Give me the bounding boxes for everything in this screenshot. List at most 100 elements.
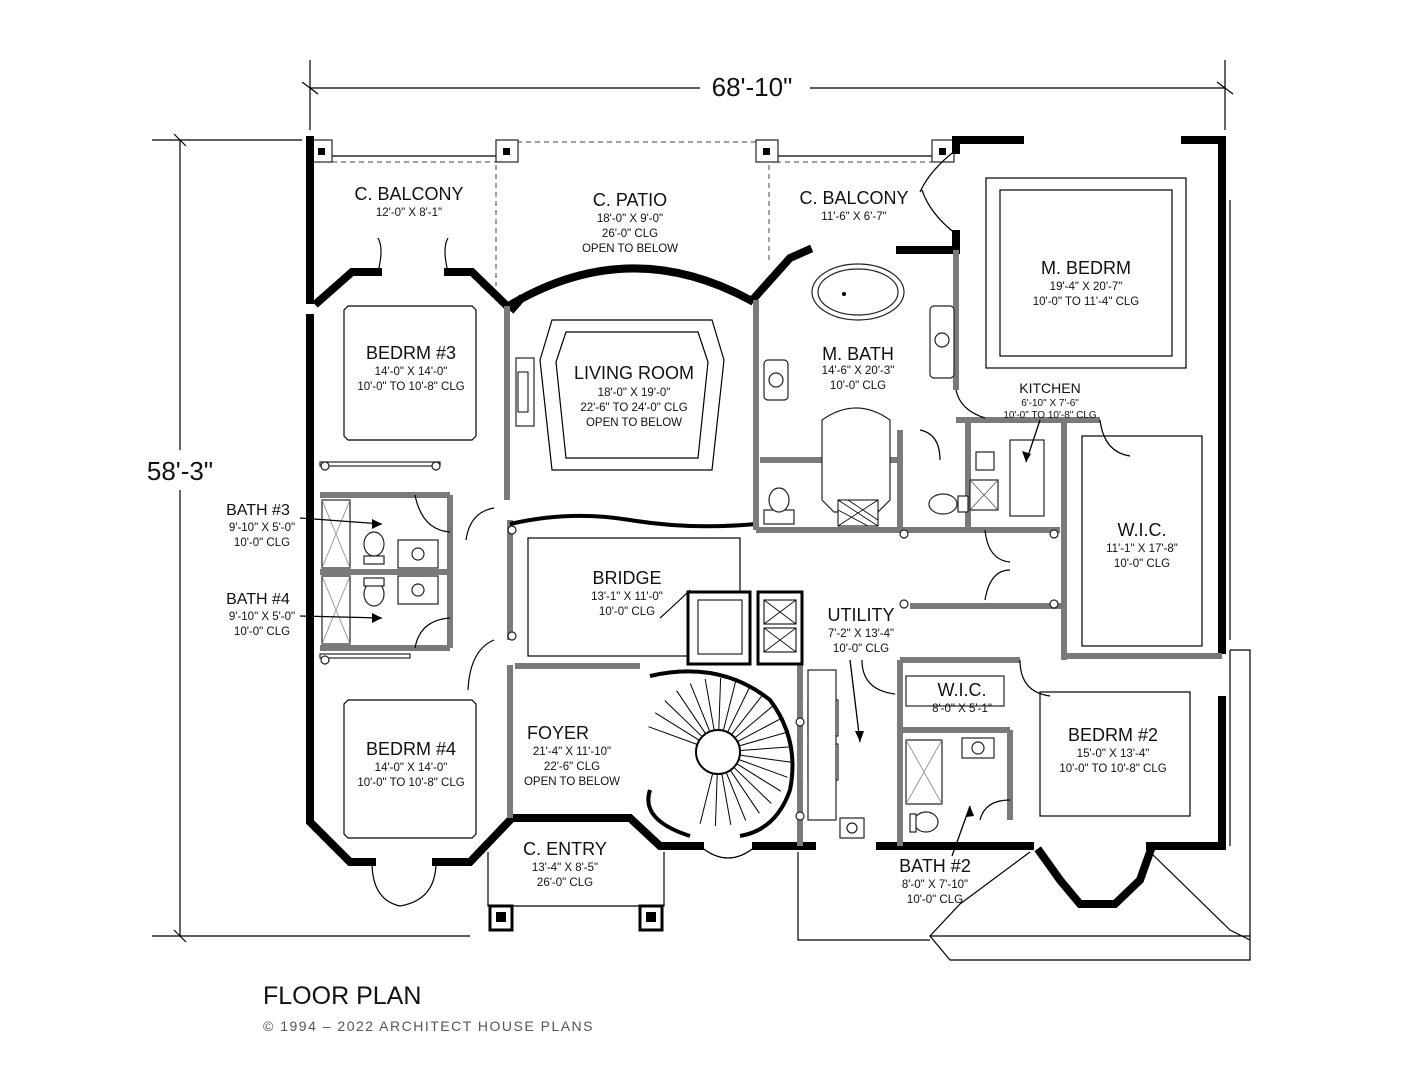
room-detail: 8'-0" X 7'-10" (902, 879, 968, 891)
room-name: BEDRM #4 (366, 739, 456, 759)
exterior-walls (306, 136, 1231, 908)
room-detail: OPEN TO BELOW (586, 417, 682, 429)
room-detail: 13'-1" X 11'-0" (591, 591, 663, 603)
roof-lines (797, 649, 1251, 961)
room-name: FOYER (527, 723, 589, 743)
room-label-bath4: BATH #4 9'-10" X 5'-0" 10'-0" CLG (226, 591, 295, 638)
secondary-bath-fixtures (319, 461, 441, 659)
room-detail: 26'-0" CLG (602, 228, 658, 240)
room-detail: 10'-0" TO 10'-8" CLG (1059, 763, 1166, 775)
room-detail: 14'-0" X 14'-0" (375, 366, 448, 378)
depth-dimension: 58'-3" (147, 456, 213, 486)
stair-tread (739, 754, 792, 763)
room-label-kitchen: KITCHEN 6'-10" X 7'-6" 10'-0" TO 10'-8" … (1003, 380, 1097, 421)
stair-tread (689, 683, 711, 732)
room-label-master-bath: M. BATH 14'-6" X 20'-3" 10'-0" CLG (822, 344, 895, 392)
callout-arrows (299, 419, 1041, 857)
stair-tread (718, 677, 722, 731)
stair-tread (734, 704, 776, 739)
room-detail: 10'-0" TO 11'-4" CLG (1033, 296, 1140, 308)
ceiling-outlines (343, 177, 1203, 839)
master-bath-fixtures (763, 263, 999, 527)
room-label-bedroom2: BEDRM #2 15'-0" X 13'-4" 10'-0" TO 10'-8… (1059, 725, 1166, 775)
room-detail: OPEN TO BELOW (524, 776, 620, 788)
room-label-patio: C. PATIO 18'-0" X 9'-0" 26'-0" CLG OPEN … (582, 190, 678, 255)
room-label-bridge: BRIDGE 13'-1" X 11'-0" 10'-0" CLG (591, 568, 663, 618)
room-detail: 26'-0" CLG (537, 877, 593, 889)
room-name: BRIDGE (592, 568, 661, 588)
room-detail: 7'-2" X 13'-4" (828, 628, 894, 640)
stair-tread (731, 693, 764, 736)
stair-tread (725, 772, 747, 821)
room-detail: 9'-10" X 5'-0" (229, 611, 295, 623)
room-label-entry: C. ENTRY 13'-4" X 8'-5" 26'-0" CLG (523, 839, 607, 889)
room-name: BATH #3 (226, 502, 290, 519)
room-name: BEDRM #2 (1068, 725, 1158, 745)
room-label-bath2: BATH #2 8'-0" X 7'-10" 10'-0" CLG (899, 856, 971, 906)
stair-tread (722, 680, 737, 731)
stair-tread (721, 773, 732, 825)
room-name: C. BALCONY (354, 184, 463, 204)
room-detail: 18'-0" X 19'-0" (598, 387, 671, 399)
room-label-master-wic: W.I.C. 11'-1" X 17'-8" 10'-0" CLG (1106, 520, 1178, 570)
room-name: M. BATH (822, 344, 894, 364)
room-detail: 10'-0" CLG (830, 380, 886, 392)
room-name: BATH #4 (226, 591, 290, 608)
room-detail: 19'-4" X 20'-7" (1050, 281, 1123, 293)
stair-tread (738, 731, 790, 747)
room-detail: 14'-0" X 14'-0" (375, 762, 448, 774)
room-detail: 10'-0" TO 10'-8" CLG (357, 381, 464, 393)
room-name: LIVING ROOM (574, 363, 694, 383)
fireplace (515, 357, 535, 427)
plan-title: FLOOR PLAN (263, 982, 422, 1010)
room-detail: 10'-0" CLG (1114, 558, 1170, 570)
room-detail: 10'-0" CLG (907, 894, 963, 906)
room-name: UTILITY (827, 605, 894, 625)
stair-tread (714, 773, 718, 827)
room-detail: 10'-0" TO 10'-8" CLG (357, 777, 464, 789)
room-detail: 10'-0" CLG (599, 606, 655, 618)
room-name: C. BALCONY (799, 188, 908, 208)
stair-tread (664, 700, 703, 738)
room-name: C. PATIO (593, 190, 667, 210)
stair-tread (648, 726, 698, 745)
room-detail: 10'-0" TO 10'-8" CLG (1003, 410, 1097, 421)
room-label-balcony-left: C. BALCONY 12'-0" X 8'-1" (354, 184, 463, 219)
stair-tread (738, 759, 788, 778)
room-detail: 10'-0" CLG (234, 537, 290, 549)
room-label-balcony-right: C. BALCONY 11'-6" X 6'-7" (799, 188, 908, 223)
stair-tread (729, 769, 760, 814)
stair-core (695, 729, 741, 775)
room-detail: 18'-0" X 9'-0" (597, 213, 663, 225)
room-detail: 13'-4" X 8'-5" (532, 862, 598, 874)
balcony-outlines (309, 139, 955, 286)
room-name: M. BEDRM (1041, 258, 1131, 278)
room-name: C. ENTRY (523, 839, 607, 859)
room-detail: OPEN TO BELOW (582, 243, 678, 255)
stair-tread (699, 773, 714, 824)
room-detail: 11'-6" X 6'-7" (821, 211, 886, 223)
room-detail: 15'-0" X 13'-4" (1077, 748, 1150, 760)
stair-tread (676, 690, 707, 735)
room-label-utility: UTILITY 7'-2" X 13'-4" 10'-0" CLG (827, 605, 894, 655)
room-detail: 21'-4" X 11'-10" (533, 746, 611, 758)
stair-tread (704, 679, 715, 731)
room-detail: 14'-6" X 20'-3" (822, 365, 895, 377)
room-name: BATH #2 (899, 856, 971, 876)
room-detail: 22'-6" TO 24'-0" CLG (580, 402, 687, 414)
column-markers (320, 461, 1059, 821)
stair-tread (733, 766, 772, 804)
room-label-bath3: BATH #3 9'-10" X 5'-0" 10'-0" CLG (226, 502, 295, 549)
copyright-notice: © 1994 – 2022 ARCHITECT HOUSE PLANS (263, 1018, 595, 1034)
elevator (686, 590, 804, 666)
stair-tread (736, 763, 782, 792)
bath2-utility-fixtures (807, 439, 1045, 839)
room-detail: 22'-6" CLG (544, 761, 600, 773)
entry-portico (487, 852, 665, 932)
room-label-living-room: LIVING ROOM 18'-0" X 19'-0" 22'-6" TO 24… (574, 363, 694, 429)
width-dimension: 68'-10" (712, 72, 793, 102)
room-name: W.I.C. (1118, 520, 1167, 540)
room-name: BEDRM #3 (366, 343, 456, 363)
room-detail: 10'-0" CLG (234, 626, 290, 638)
